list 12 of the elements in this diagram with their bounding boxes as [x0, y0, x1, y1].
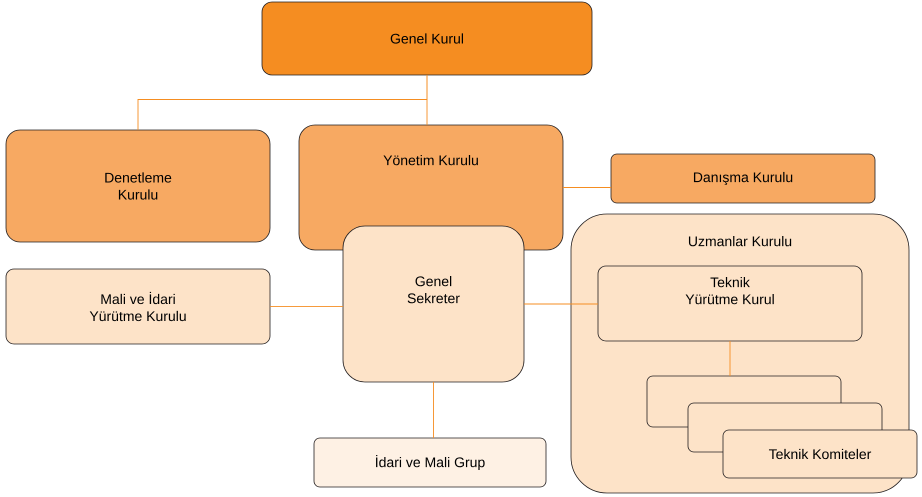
org-box: Denetleme Kurulu — [6, 130, 270, 242]
org-box: İdari ve Mali Grup — [314, 438, 546, 488]
connector-line — [426, 74, 428, 126]
connector-line — [562, 187, 612, 188]
org-box: Danışma Kurulu — [610, 154, 876, 204]
org-box: Mali ve İdari Yürütme Kurulu — [6, 268, 270, 344]
org-box: Teknik Yürütme Kurul — [598, 266, 862, 342]
connector-line — [270, 306, 344, 307]
top-box: Genel Kurul — [262, 2, 592, 76]
org-box: Teknik Komiteler — [722, 430, 918, 478]
org-box: Genel Sekreter — [342, 226, 524, 382]
connector-line — [433, 382, 434, 438]
